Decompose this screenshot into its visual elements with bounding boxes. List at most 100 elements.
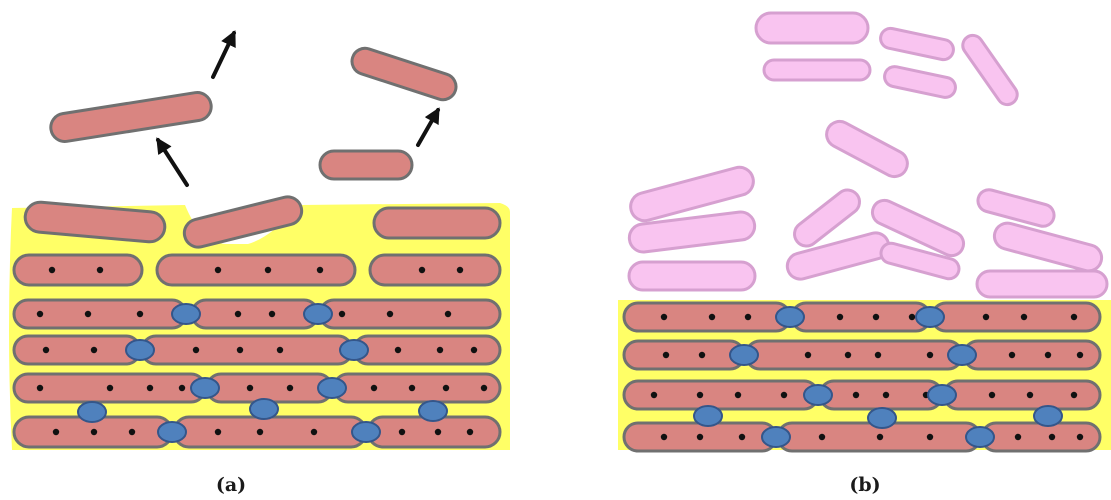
cell bbox=[142, 336, 352, 364]
cell-dot bbox=[37, 385, 43, 391]
detachment-arrow bbox=[418, 110, 438, 145]
cell-dot bbox=[339, 311, 345, 317]
cell-dot bbox=[435, 429, 441, 435]
cell-dot bbox=[395, 347, 401, 353]
cell-dot bbox=[845, 352, 851, 358]
cell bbox=[334, 374, 500, 402]
cell-dot bbox=[1049, 434, 1055, 440]
junction-node bbox=[928, 385, 956, 405]
cell-dot bbox=[311, 429, 317, 435]
cell bbox=[14, 336, 140, 364]
cell bbox=[192, 300, 318, 328]
cell-dot bbox=[53, 429, 59, 435]
cell-dot bbox=[1071, 314, 1077, 320]
dispersed-cell bbox=[975, 187, 1056, 228]
cell-dot bbox=[91, 429, 97, 435]
cell-dot bbox=[467, 429, 473, 435]
detached-cell bbox=[49, 91, 213, 144]
cell-dot bbox=[699, 352, 705, 358]
cell-dot bbox=[989, 392, 995, 398]
cell-dot bbox=[43, 347, 49, 353]
cell-dot bbox=[1015, 434, 1021, 440]
dispersed-cell bbox=[992, 220, 1105, 274]
junction-node bbox=[804, 385, 832, 405]
junction-node bbox=[126, 340, 154, 360]
junction-node bbox=[158, 422, 186, 442]
cell-dot bbox=[909, 314, 915, 320]
junction-node bbox=[916, 307, 944, 327]
dispersed-cell bbox=[822, 117, 912, 181]
detachment-arrow bbox=[213, 33, 234, 77]
surface-cell bbox=[374, 208, 500, 238]
dispersed-cell bbox=[959, 31, 1021, 108]
cell-dot bbox=[805, 352, 811, 358]
cell-dot bbox=[661, 434, 667, 440]
junction-node bbox=[250, 399, 278, 419]
cell-dot bbox=[387, 311, 393, 317]
caption-a: (a) bbox=[201, 474, 261, 496]
cell-dot bbox=[983, 314, 989, 320]
junction-node bbox=[340, 340, 368, 360]
cell-dot bbox=[247, 385, 253, 391]
cell-dot bbox=[269, 311, 275, 317]
cell-dot bbox=[129, 429, 135, 435]
cell-dot bbox=[697, 392, 703, 398]
cell-dot bbox=[1009, 352, 1015, 358]
cell-dot bbox=[193, 347, 199, 353]
cell-dot bbox=[371, 385, 377, 391]
cell-dot bbox=[1045, 352, 1051, 358]
cell-dot bbox=[663, 352, 669, 358]
junction-node bbox=[776, 307, 804, 327]
cell-dot bbox=[1071, 392, 1077, 398]
cell-dot bbox=[457, 267, 463, 273]
cell bbox=[174, 417, 366, 447]
cell-dot bbox=[883, 392, 889, 398]
cell bbox=[624, 303, 790, 331]
cell-dot bbox=[419, 267, 425, 273]
junction-node bbox=[191, 378, 219, 398]
junction-node bbox=[694, 406, 722, 426]
cell-dot bbox=[819, 434, 825, 440]
cell-dot bbox=[399, 429, 405, 435]
cell bbox=[14, 255, 142, 285]
cell-dot bbox=[85, 311, 91, 317]
cell-dot bbox=[257, 429, 263, 435]
cell-dot bbox=[927, 352, 933, 358]
junction-node bbox=[352, 422, 380, 442]
detached-cell bbox=[349, 45, 460, 103]
cell-dot bbox=[235, 311, 241, 317]
cell-dot bbox=[179, 385, 185, 391]
dispersed-cell bbox=[629, 262, 755, 290]
dispersed-cell bbox=[756, 13, 868, 43]
cell-dot bbox=[735, 392, 741, 398]
cell-dot bbox=[37, 311, 43, 317]
cell-dot bbox=[107, 385, 113, 391]
cell-dot bbox=[277, 347, 283, 353]
dispersed-cell bbox=[879, 27, 956, 62]
cell-dot bbox=[1077, 434, 1083, 440]
cell bbox=[624, 341, 744, 369]
cell-dot bbox=[709, 314, 715, 320]
detached-cell bbox=[320, 151, 412, 179]
junction-node bbox=[966, 427, 994, 447]
cell-dot bbox=[265, 267, 271, 273]
junction-node bbox=[304, 304, 332, 324]
caption-b: (b) bbox=[835, 474, 895, 496]
cell-dot bbox=[853, 392, 859, 398]
cell bbox=[320, 300, 500, 328]
cell-dot bbox=[739, 434, 745, 440]
cell-dot bbox=[471, 347, 477, 353]
cell-dot bbox=[215, 429, 221, 435]
cell-dot bbox=[137, 311, 143, 317]
cell-dot bbox=[1021, 314, 1027, 320]
cell-dot bbox=[481, 385, 487, 391]
dispersed-cell bbox=[764, 60, 870, 80]
junction-node bbox=[948, 345, 976, 365]
dispersed-cell bbox=[977, 271, 1107, 297]
junction-node bbox=[730, 345, 758, 365]
junction-node bbox=[318, 378, 346, 398]
cell-dot bbox=[409, 385, 415, 391]
cell bbox=[207, 374, 332, 402]
cell-dot bbox=[317, 267, 323, 273]
